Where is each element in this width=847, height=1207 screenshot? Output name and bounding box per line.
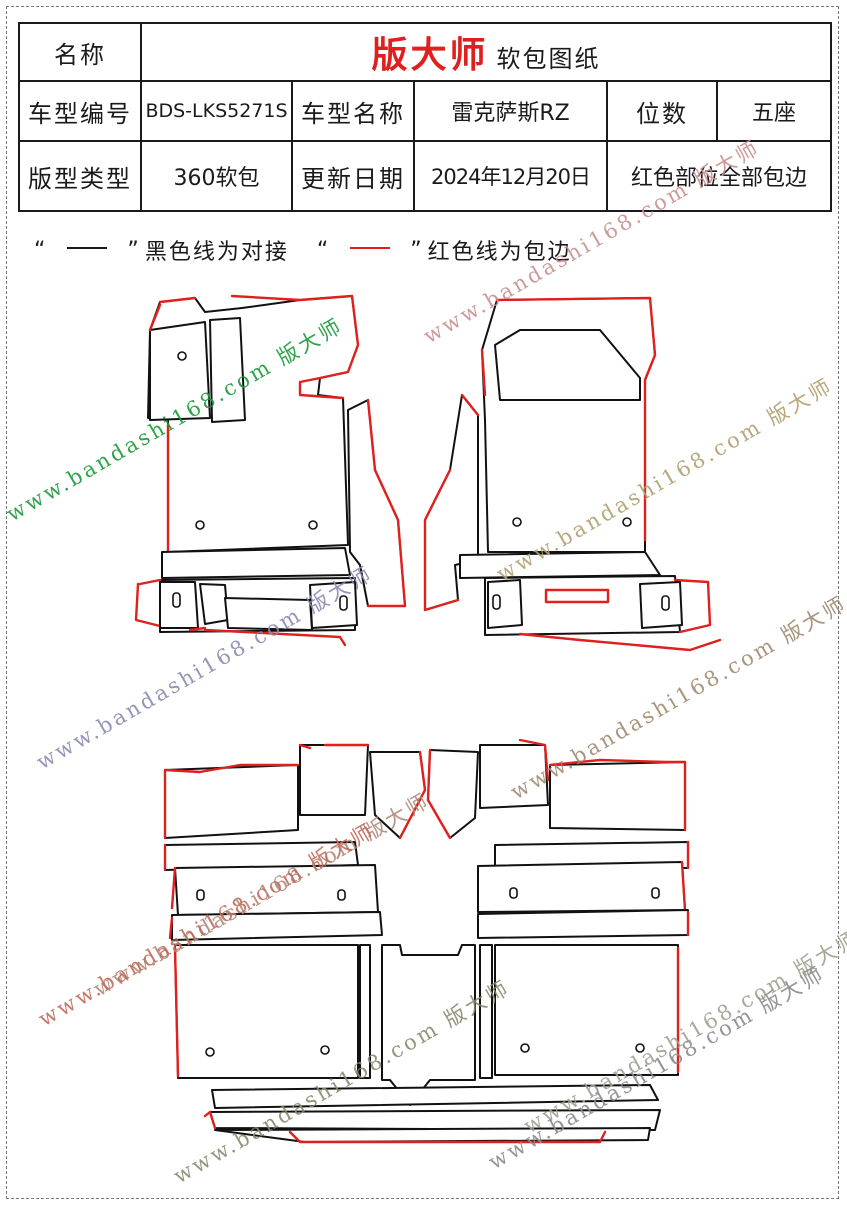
pattern-type-label: 版型类型 [18, 140, 142, 212]
black-line-text: 黑色线为对接 [144, 240, 289, 265]
rear-mats [163, 738, 690, 1144]
red-line-sample [350, 247, 391, 249]
info-table: 名称 版大师软包图纸 车型编号 BDS-LKS5271S 车型名称 雷克萨斯RZ… [18, 22, 832, 212]
update-label: 更新日期 [291, 140, 415, 212]
title-cell: 版大师软包图纸 [140, 22, 832, 82]
model-name: 雷克萨斯RZ [413, 80, 608, 142]
pattern-type: 360软包 [140, 140, 293, 212]
update-date: 2024年12月20日 [413, 140, 608, 212]
edge-note: 红色部位全部包边 [606, 140, 832, 212]
line-legend: “ ” 黑色线为对接 “ ” 红色线为包边 [30, 234, 572, 266]
doc-type: 软包图纸 [496, 45, 601, 73]
model-name-label: 车型名称 [291, 80, 415, 142]
seats-value: 五座 [716, 80, 832, 142]
brand-title: 版大师 [371, 35, 489, 76]
quote-close-red: ” [410, 237, 424, 263]
quote-open: “ [34, 237, 48, 263]
name-label: 名称 [18, 22, 142, 82]
seats-label: 位数 [606, 80, 718, 142]
front-right-mat [423, 296, 722, 652]
model-code-label: 车型编号 [18, 80, 142, 142]
page-border [6, 6, 839, 1199]
quote-open-red: “ [316, 237, 331, 263]
red-line-text: 红色线为包边 [427, 240, 572, 265]
quote-close: ” [127, 237, 141, 263]
front-left-mat [134, 294, 407, 647]
black-line-sample [67, 247, 108, 249]
model-code: BDS-LKS5271S [140, 80, 293, 142]
